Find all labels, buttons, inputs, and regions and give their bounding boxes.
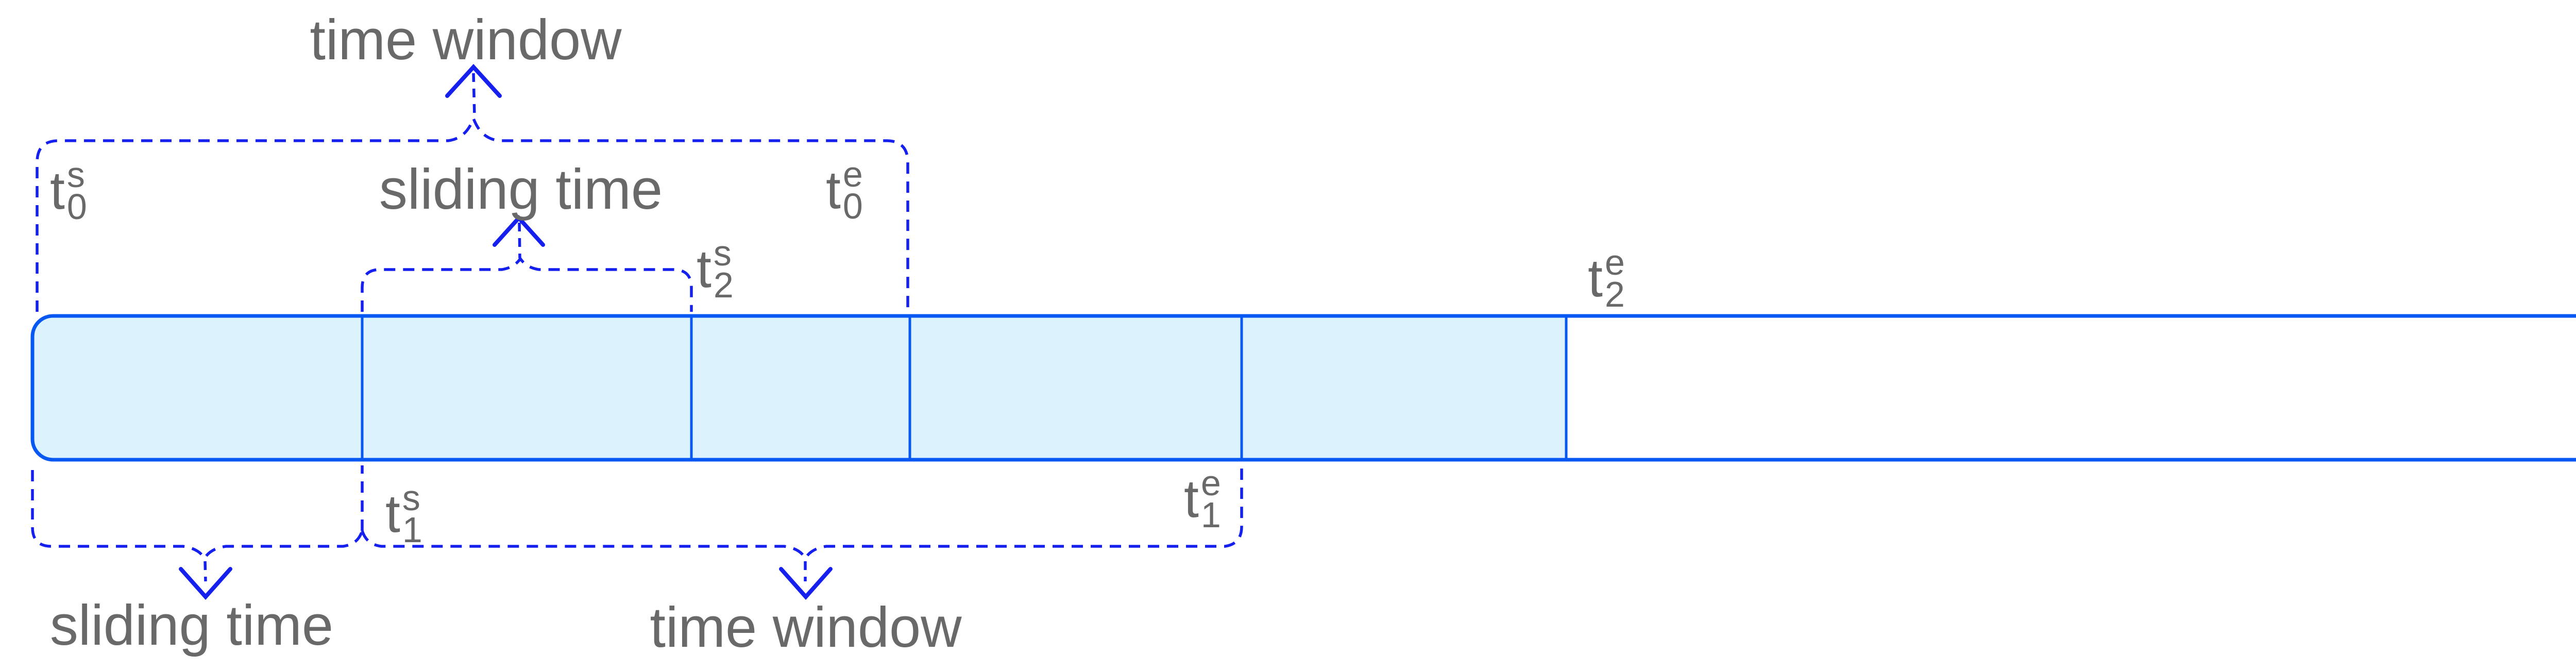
- label-time-window-bottom: time window: [650, 596, 962, 659]
- top-sliding-arrow-stem: [518, 222, 521, 259]
- mark-t0e-base: t: [826, 160, 841, 220]
- mark-t2s-sub: 2: [713, 265, 734, 305]
- bottom-window-arrow-head: [779, 567, 833, 600]
- label-time-window-top: time window: [310, 8, 622, 72]
- mark-t0s-sub: 0: [66, 187, 87, 227]
- mark-t2e-base: t: [1588, 248, 1603, 308]
- top-window-arrow-head: [445, 64, 502, 98]
- bottom-window-brace: [361, 465, 1243, 561]
- mark-t1-end: t e 1: [1184, 463, 1221, 535]
- mark-t2-end: t e 2: [1588, 242, 1625, 314]
- bottom-sliding-arrow-head: [179, 567, 232, 600]
- stream-bar-outline: [30, 314, 2576, 462]
- label-sliding-time-top: sliding time: [379, 158, 663, 221]
- mark-t2s-sup: s: [713, 233, 732, 273]
- mark-t1e-sup: e: [1200, 463, 1221, 503]
- mark-t0-start: t s 0: [50, 155, 87, 227]
- mark-t2e-sub: 2: [1604, 274, 1625, 314]
- bottom-sliding-brace: [31, 465, 364, 561]
- mark-t2s-base: t: [697, 239, 711, 299]
- top-sliding-arrow-head: [493, 215, 545, 247]
- bottom-sliding-arrow-stem: [204, 561, 207, 582]
- label-sliding-time-bottom: sliding time: [49, 594, 334, 657]
- mark-t0s-base: t: [50, 161, 65, 221]
- mark-t1e-sub: 1: [1200, 495, 1221, 535]
- top-sliding-brace: [361, 256, 693, 312]
- top-window-brace: [36, 114, 909, 312]
- mark-t1-start: t s 1: [385, 478, 422, 550]
- mark-t1s-base: t: [385, 484, 400, 544]
- mark-t0e-sup: e: [842, 154, 863, 194]
- mark-t0e-sub: 0: [842, 186, 863, 226]
- mark-t2e-sup: e: [1604, 242, 1625, 282]
- top-window-arrow-stem: [472, 73, 476, 117]
- mark-t0-end: t e 0: [826, 154, 863, 226]
- stream-bar-fill: [32, 316, 1566, 460]
- mark-t2-start: t s 2: [697, 233, 734, 305]
- mark-t1s-sup: s: [402, 478, 420, 518]
- mark-t1e-base: t: [1184, 469, 1199, 529]
- mark-t0s-sup: s: [66, 155, 85, 195]
- mark-t1s-sub: 1: [402, 510, 422, 550]
